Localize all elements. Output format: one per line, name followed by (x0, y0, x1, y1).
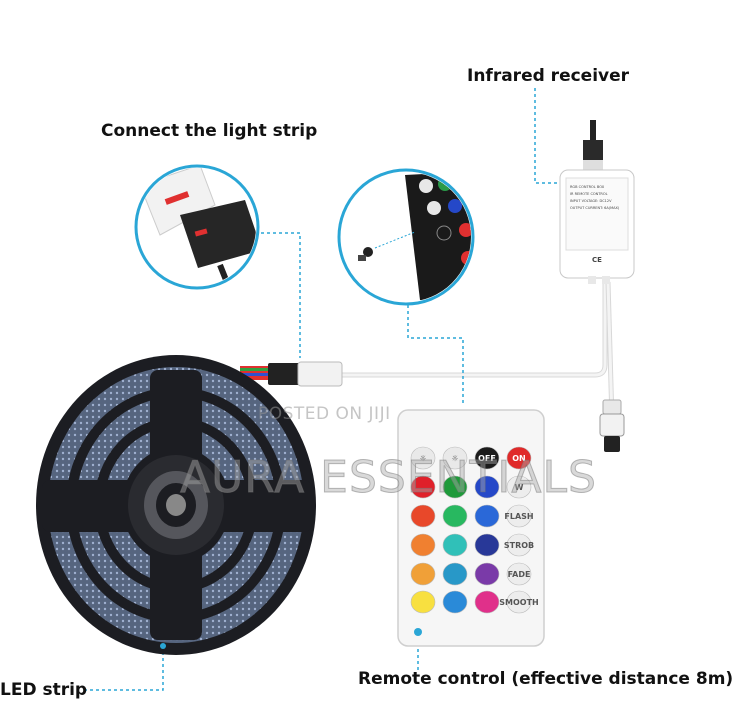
color-button-row1-2 (442, 475, 468, 499)
off-button (474, 446, 500, 470)
color-button-row1-3 (474, 475, 500, 499)
function-button-1-label: W (515, 483, 524, 492)
function-button-3 (506, 533, 532, 557)
led-strip-reel (36, 355, 316, 655)
color-button-row3-2 (442, 533, 468, 557)
remote-buttons: ☼ ☼ OFF ON W FLASH STROB FADE SMOOTH (410, 446, 539, 614)
function-button-2 (506, 504, 532, 528)
off-button-label: OFF (478, 454, 496, 463)
color-button-row5-3 (474, 590, 500, 614)
strip-connector (240, 361, 343, 387)
receiver-line-1: RGB CONTROL BOX (570, 185, 605, 189)
receiver-line-2: IR REMOTE CONTROL (570, 192, 608, 196)
connector-closeup-circle (134, 164, 260, 290)
receiver-line-3: INPUT VOLTAGE: DC12V (570, 199, 612, 203)
function-button-2-label: FLASH (504, 512, 533, 521)
color-button-row2-1 (410, 504, 436, 528)
function-button-4-label: FADE (508, 570, 531, 579)
connect-strip-label: Connect the light strip (101, 121, 318, 141)
brightness-up-button-label: ☼ (419, 454, 426, 463)
color-button-row5-1 (410, 590, 436, 614)
receiver-box (559, 140, 635, 284)
on-button-label: ON (512, 454, 526, 463)
ce-mark: CE (592, 256, 602, 264)
color-button-row5-2 (442, 590, 468, 614)
remote-control (397, 409, 545, 647)
color-button-row2-2 (442, 504, 468, 528)
color-button-row2-3 (474, 504, 500, 528)
function-button-5-label: SMOOTH (499, 598, 538, 607)
receiver-line-4: OUTPUT CURRENT: 6A(MAX) (570, 206, 620, 210)
color-button-row4-2 (442, 562, 468, 586)
color-button-row4-1 (410, 562, 436, 586)
brightness-down-button (442, 446, 468, 470)
color-button-row3-3 (474, 533, 500, 557)
infrared-receiver-label: Infrared receiver (467, 66, 630, 86)
brightness-up-button (410, 446, 436, 470)
on-button (506, 446, 532, 470)
brightness-down-button-label: ☼ (451, 454, 458, 463)
color-button-row4-3 (474, 562, 500, 586)
function-button-4 (506, 562, 532, 586)
remote-control-label: Remote control (effective distance 8m) (358, 669, 733, 689)
remote-closeup-circle (337, 168, 475, 306)
function-button-3-label: STROB (504, 541, 534, 550)
color-button-row3-1 (410, 533, 436, 557)
function-button-1 (506, 475, 532, 499)
wire-end-plug (599, 399, 625, 452)
function-button-5 (506, 590, 532, 614)
color-button-row1-1 (410, 475, 436, 499)
led-strip-label: LED strip (0, 680, 88, 700)
